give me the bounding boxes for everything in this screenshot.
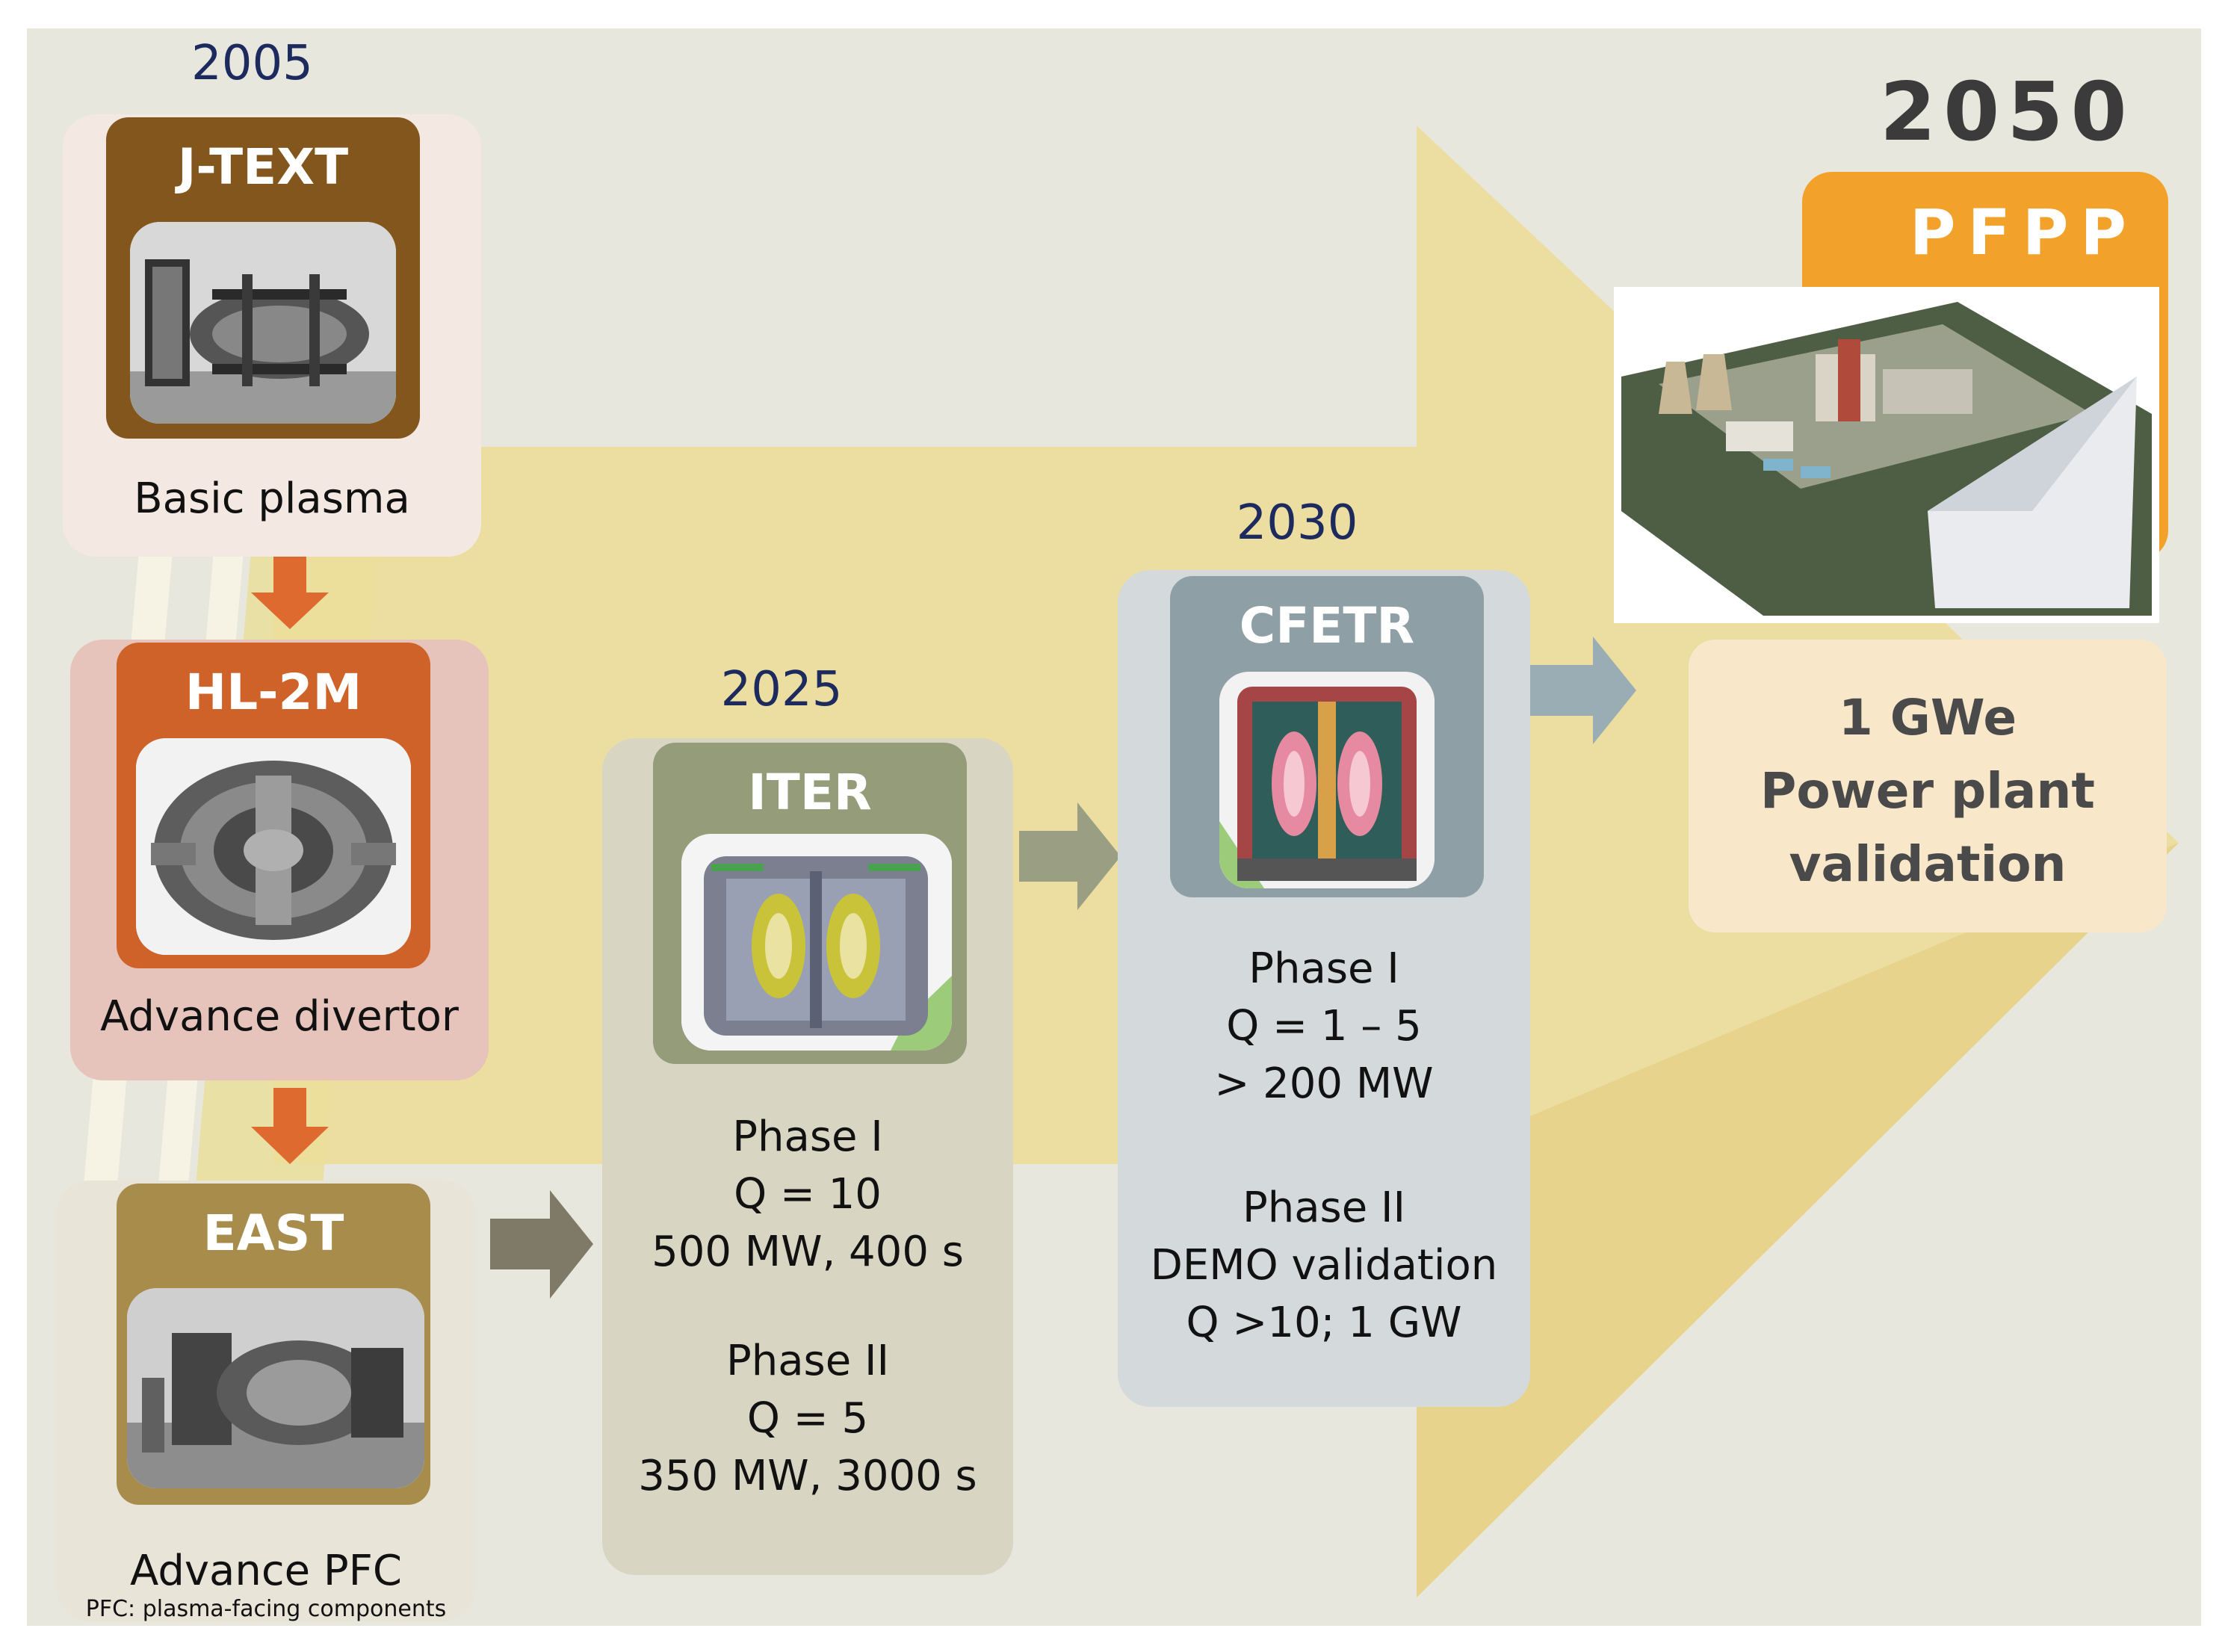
iter-phase2-power: 350 MW, 3000 s	[638, 1452, 977, 1500]
east-title: EAST	[202, 1204, 344, 1262]
iter-phase1-power: 500 MW, 400 s	[652, 1228, 964, 1276]
iter-phase1: Phase I Q = 10 500 MW, 400 s	[602, 1108, 1013, 1281]
cfetr-cutaway-icon	[1219, 672, 1435, 888]
cfetr-phase1: Phase I Q = 1 – 5 > 200 MW	[1118, 940, 1530, 1113]
cfetr-phase2-demo: DEMO validation	[1150, 1241, 1498, 1290]
jtext-card: J-TEXT Basic plasma	[63, 114, 481, 557]
power-plant-render-icon	[1614, 287, 2159, 623]
east-label-box: EAST	[117, 1184, 430, 1505]
fusion-roadmap-diagram: 2005 J-TEXT Basic plasma	[27, 28, 2201, 1626]
year-2025: 2025	[720, 662, 843, 717]
jtext-photo-icon	[130, 222, 396, 424]
hl2m-caption: Advance divertor	[100, 992, 459, 1041]
cfetr-phase1-power: > 200 MW	[1214, 1059, 1434, 1108]
iter-phase2: Phase II Q = 5 350 MW, 3000 s	[602, 1332, 1013, 1505]
year-2050: 2050	[1880, 66, 2135, 159]
cfetr-phase2: Phase II DEMO validation Q >10; 1 GW	[1118, 1179, 1530, 1352]
cfetr-phase2-q: Q >10; 1 GW	[1186, 1299, 1462, 1347]
pfpp-goal-line3: validation	[1789, 835, 2067, 893]
iter-phase2-q: Q = 5	[746, 1394, 869, 1443]
iter-phase1-q: Q = 10	[734, 1170, 882, 1219]
arrow-iter-to-cfetr	[1019, 802, 1121, 910]
jtext-title: J-TEXT	[177, 138, 349, 196]
east-caption: Advance PFC	[130, 1547, 402, 1595]
east-photo-icon	[127, 1288, 424, 1488]
iter-card: ITER Phase I Q = 10	[602, 738, 1013, 1575]
down-arrow-2	[251, 1088, 329, 1164]
cfetr-label-box: CFETR	[1170, 576, 1484, 897]
east-footnote: PFC: plasma-facing components	[85, 1596, 447, 1622]
hl2m-label-box: HL-2M	[117, 643, 430, 968]
year-2005: 2005	[191, 36, 313, 91]
hl2m-photo-icon	[136, 738, 411, 955]
big-arrow-shade	[1417, 843, 2179, 1597]
east-card: EAST Advance PFC PFC: plasma-facing comp…	[57, 1181, 475, 1622]
year-2030: 2030	[1236, 495, 1358, 551]
pfpp-goal-box: 1 GWe Power plant validation	[1689, 640, 2167, 932]
pfpp-goal-capacity: 1 GWe	[1838, 689, 2017, 746]
arrow-cfetr-to-pfpp	[1530, 637, 1636, 744]
pfpp-title: PFPP	[1909, 196, 2138, 269]
pfpp-goal: 1 GWe Power plant validation	[1689, 681, 2167, 901]
iter-phase2-title: Phase II	[725, 1337, 890, 1385]
cfetr-phase1-q: Q = 1 – 5	[1226, 1002, 1422, 1051]
cfetr-title: CFETR	[1239, 597, 1415, 655]
arrow-east-to-iter	[490, 1190, 593, 1299]
iter-cutaway-icon	[681, 834, 952, 1051]
pfpp-goal-line2: Power plant	[1760, 762, 2095, 820]
hl2m-card: HL-2M Advance divertor	[70, 640, 489, 1080]
iter-label-box: ITER	[653, 743, 967, 1064]
jtext-label-box: J-TEXT	[106, 117, 420, 439]
iter-title: ITER	[748, 764, 872, 821]
cfetr-phase1-title: Phase I	[1248, 944, 1399, 993]
cfetr-phase2-title: Phase II	[1242, 1184, 1406, 1232]
jtext-caption: Basic plasma	[134, 474, 410, 523]
cfetr-card: CFETR Phase I Q = 1 – 5 > 200	[1118, 570, 1530, 1407]
down-arrow-1	[251, 555, 329, 629]
hl2m-title: HL-2M	[185, 663, 362, 721]
iter-phase1-title: Phase I	[732, 1113, 883, 1161]
